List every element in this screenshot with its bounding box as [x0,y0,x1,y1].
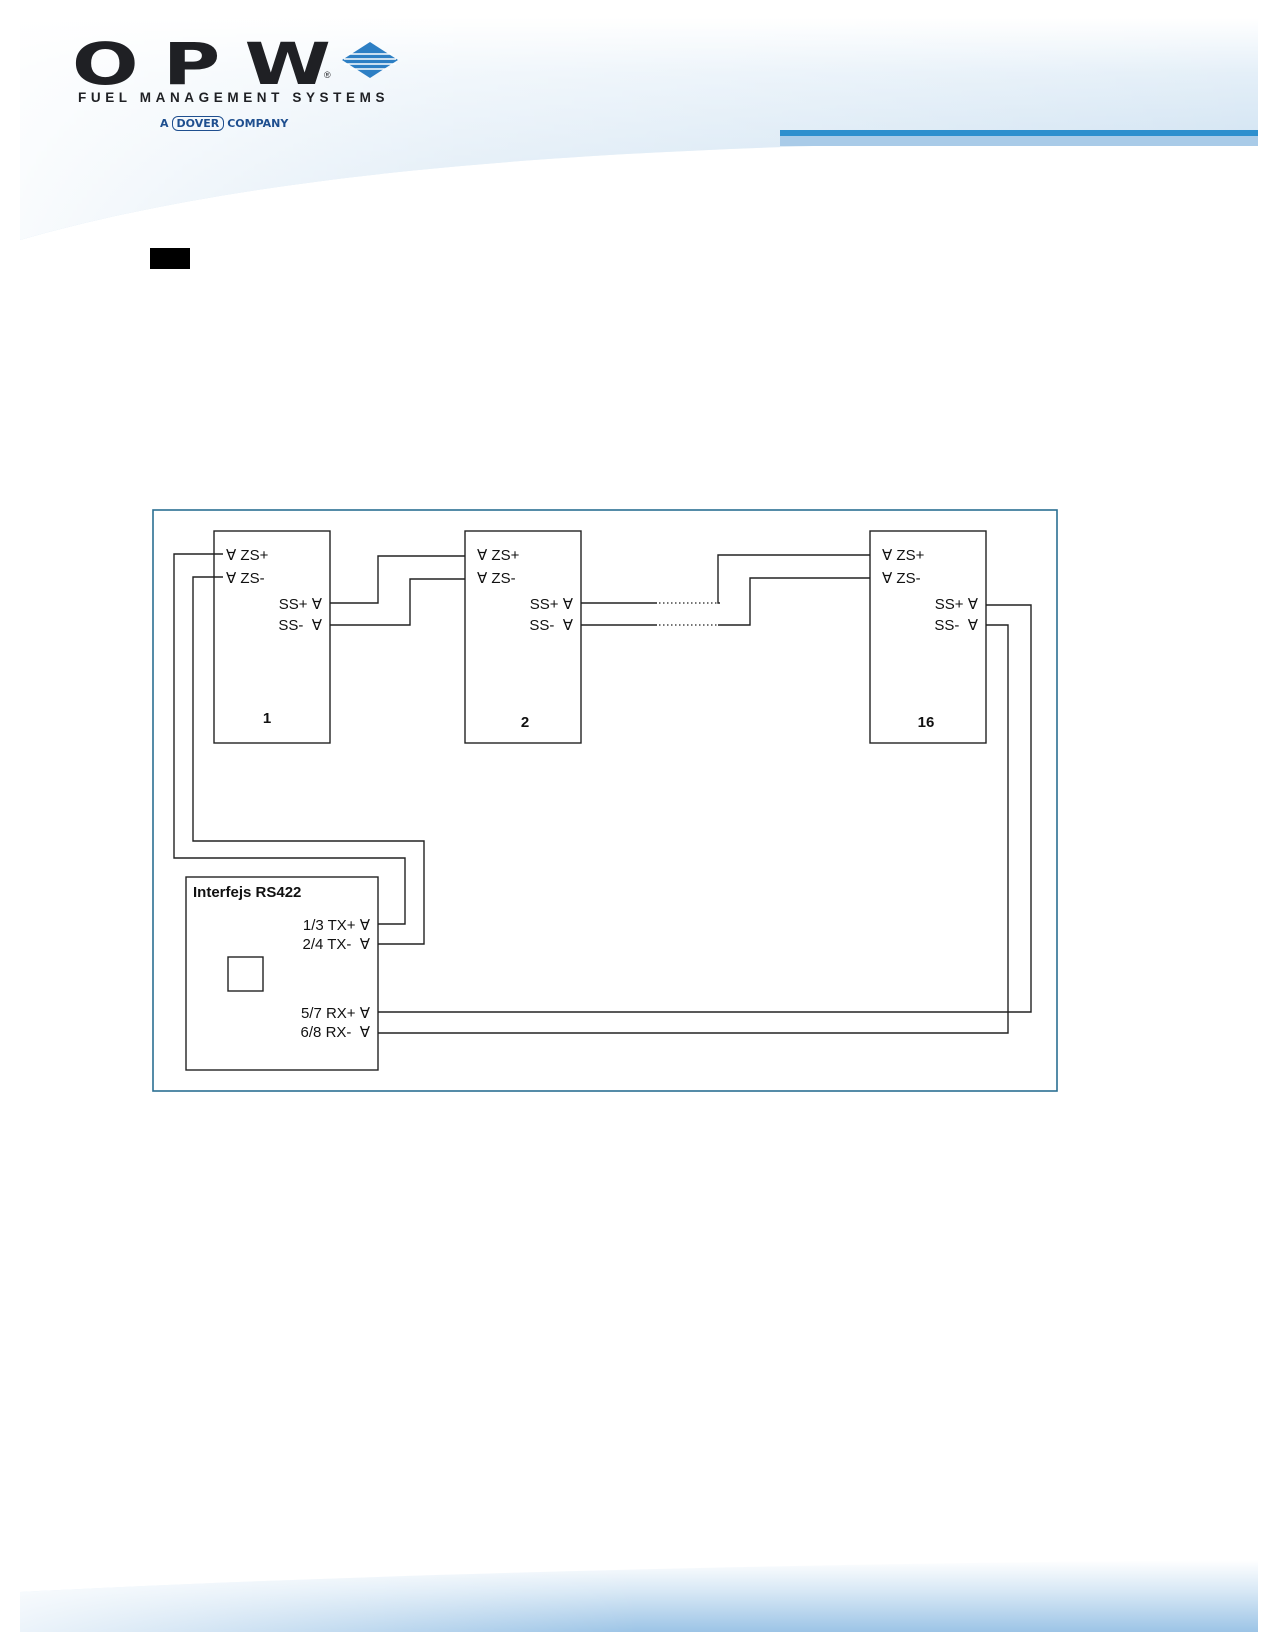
wire-16-in-minus [718,577,870,626]
unit-1: ∀ ZS+ ∀ ZS- SS+ ∀ SS- ∀ 1 [213,530,331,744]
dover-badge: A DOVER COMPANY [160,116,288,131]
unit-box [464,530,582,744]
pin-ss-minus: SS- ∀ [278,617,322,634]
pin-zs-minus: ∀ ZS- [882,570,921,587]
pin-ss-minus: SS- ∀ [934,617,978,634]
wire-tx-minus [192,576,425,945]
unit-number: 1 [263,710,271,727]
wire-1-to-2-plus [330,555,465,604]
interface-rs422: Interfejs RS422 1/3 TX+ ∀ 2/4 TX- ∀ 5/7 … [185,876,379,1071]
page-number-tab [150,248,190,269]
unit-number: 2 [521,714,529,731]
logo-diamond-icon [342,42,398,78]
interface-box [185,876,379,1071]
unit-number: 16 [918,714,935,731]
unit-box [869,530,987,744]
pin-tx-plus: 1/3 TX+ ∀ [303,917,371,934]
wires [173,553,1032,1034]
connector-square [227,956,264,992]
pin-zs-plus: ∀ ZS+ [477,547,520,564]
dover-name: DOVER [176,117,220,130]
wire-rx-minus [378,624,1009,1034]
unit-2: ∀ ZS+ ∀ ZS- SS+ ∀ SS- ∀ 2 [464,530,582,744]
opw-logo: OPW ® FUEL MANAGEMENT SYSTEMS A DOVER COMP… [72,30,412,140]
pin-zs-minus: ∀ ZS- [477,570,516,587]
pin-zs-plus: ∀ ZS+ [882,547,925,564]
logo-tagline: FUEL MANAGEMENT SYSTEMS [78,90,390,105]
pin-ss-plus: SS+ ∀ [279,596,323,613]
pin-rx-plus: 5/7 RX+ ∀ [301,1005,371,1022]
dover-prefix: A [160,117,169,130]
footer-band [20,1560,1258,1632]
pin-ss-plus: SS+ ∀ [530,596,574,613]
wire-1-to-2-minus [330,578,465,626]
diagram-frame [152,509,1058,1092]
header-band [20,18,1258,240]
pin-zs-plus: ∀ ZS+ [226,547,269,564]
pin-tx-minus: 2/4 TX- ∀ [302,936,370,953]
wire-rx-plus [378,604,1032,1013]
logo-letters: OPW [72,30,356,98]
interface-title: Interfejs RS422 [193,884,301,901]
wire-tx-plus [173,553,406,925]
wire-16-in-plus [717,554,870,604]
registered-mark: ® [324,70,331,80]
unit-16: ∀ ZS+ ∀ ZS- SS+ ∀ SS- ∀ 16 [869,530,987,744]
dover-suffix: COMPANY [227,117,289,130]
pin-ss-plus: SS+ ∀ [935,596,979,613]
pin-rx-minus: 6/8 RX- ∀ [301,1024,371,1041]
unit-box [213,530,331,744]
pin-ss-minus: SS- ∀ [529,617,573,634]
pin-zs-minus: ∀ ZS- [226,570,265,587]
